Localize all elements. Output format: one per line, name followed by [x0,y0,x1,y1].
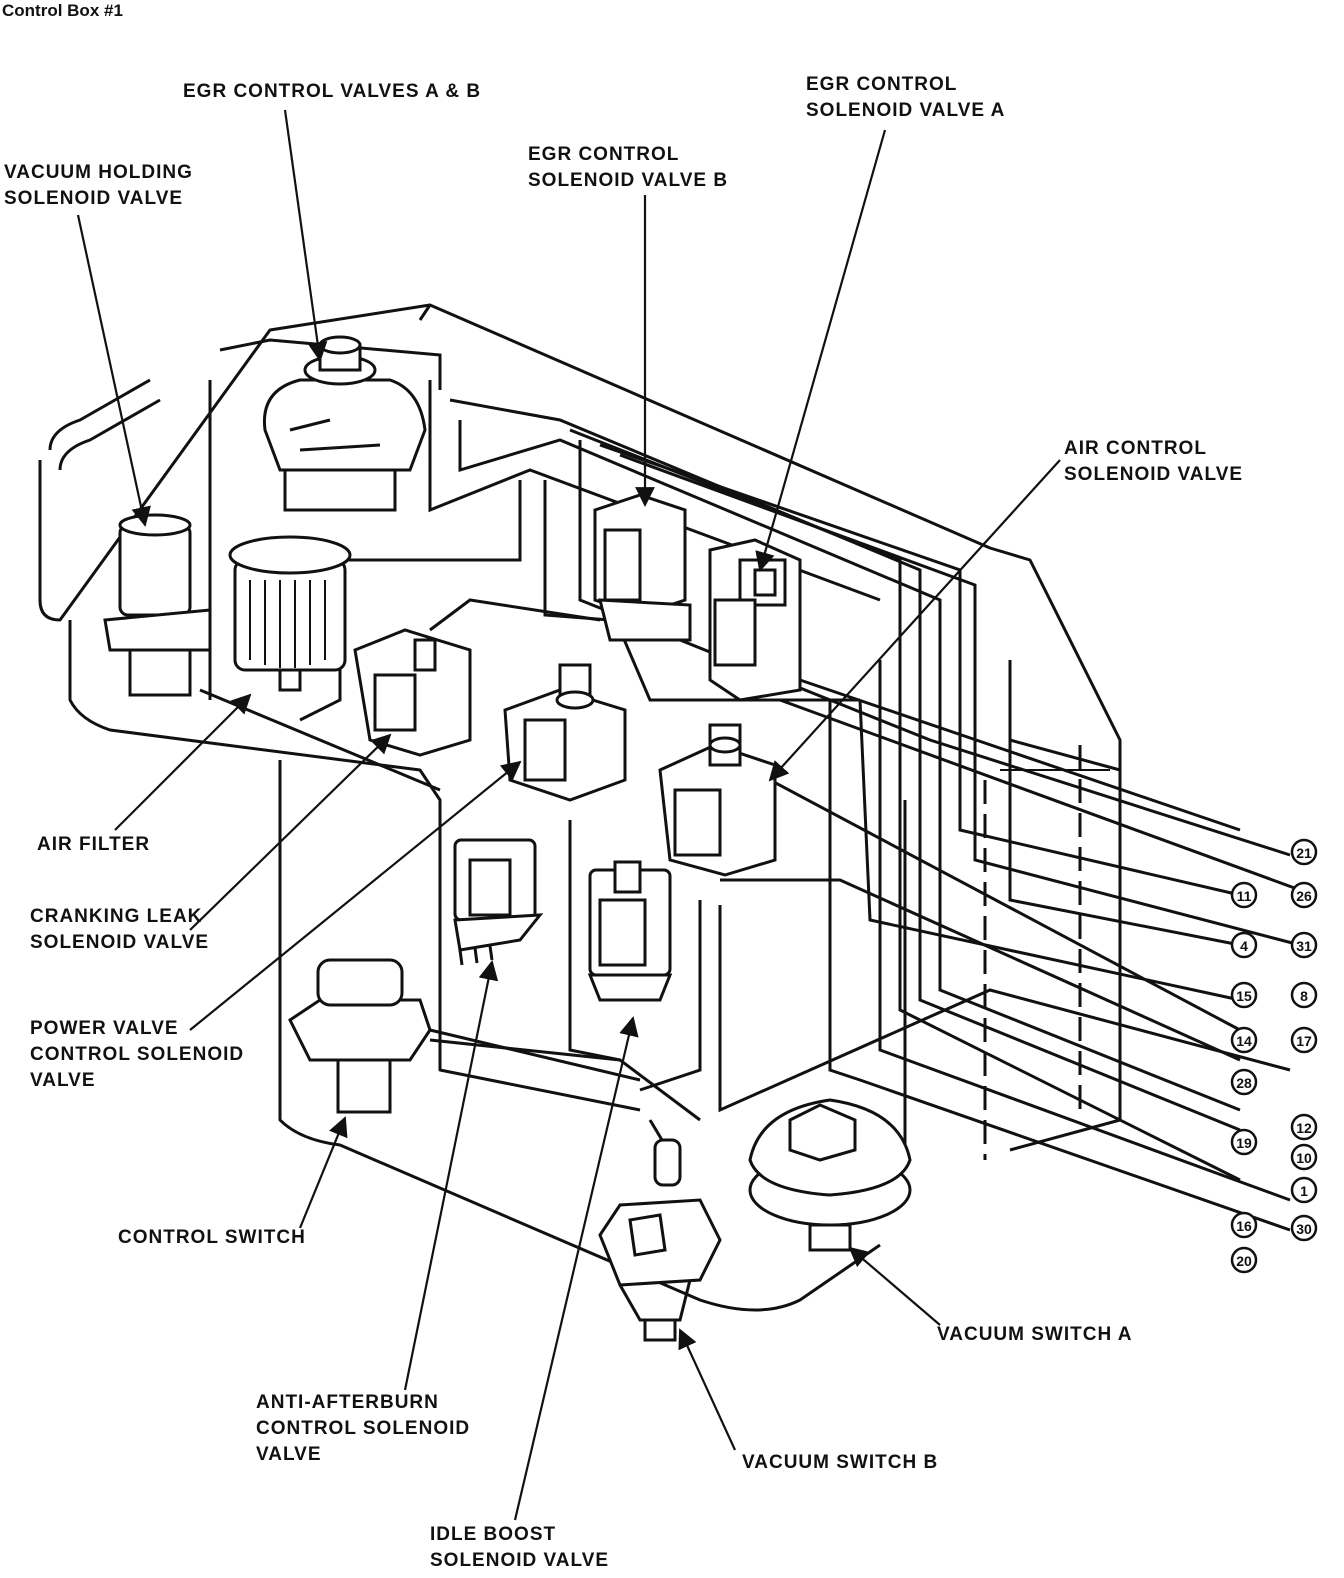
label-vacuum-switch-b: VACUUM SWITCH B [742,1452,939,1473]
svg-text:20: 20 [1236,1253,1252,1269]
hose-port-8: 8 [1290,981,1318,1009]
vacuum-hoses [199,338,1301,1232]
diagram-title: Control Box #1 [2,1,123,20]
svg-text:10: 10 [1296,1150,1312,1166]
arrow-vacuum-switch-b [678,1328,736,1451]
cranking-leak-solenoid-part [353,628,472,757]
svg-text:17: 17 [1296,1033,1312,1049]
callout-arrows [76,109,1061,1521]
air-control-solenoid-part [658,723,777,877]
power-valve-solenoid-part [503,663,627,802]
hose-port-20: 20 [1230,1246,1258,1274]
egr-solenoid-b-part [593,493,692,642]
arrow-egr-solenoid-a [755,129,887,572]
svg-text:26: 26 [1296,888,1312,904]
hose-port-10: 10 [1290,1143,1318,1171]
label-vacuum-switch-a: VACUUM SWITCH A [937,1324,1133,1345]
hose-port-31: 31 [1290,931,1318,959]
anti-afterburn-solenoid-part [453,838,544,966]
svg-text:1: 1 [1300,1183,1308,1199]
svg-text:19: 19 [1236,1135,1252,1151]
svg-text:8: 8 [1300,988,1308,1004]
idle-boost-solenoid-part [587,860,673,1002]
vacuum-switch-a-part [748,1098,912,1252]
label-egr-control-valves: EGR CONTROL VALVES A & B [183,81,482,102]
egr-solenoid-a-part [708,538,802,702]
hose-port-30: 30 [1290,1214,1318,1242]
label-control-switch: CONTROL SWITCH [118,1227,306,1248]
label-air-filter: AIR FILTER [37,834,151,855]
arrow-power-valve [189,760,522,1031]
arrow-vacuum-holding [76,214,151,527]
hose-port-1: 1 [1290,1176,1318,1204]
svg-text:14: 14 [1236,1033,1252,1049]
hose-port-11: 11 [1230,881,1258,909]
arrow-control-switch [298,1116,348,1229]
vacuum-holding-solenoid-part [103,513,212,697]
hose-port-26: 26 [1290,881,1318,909]
svg-text:11: 11 [1237,888,1252,904]
svg-text:30: 30 [1296,1221,1312,1237]
hose-port-28: 28 [1230,1068,1258,1096]
svg-text:4: 4 [1240,938,1248,954]
svg-text:28: 28 [1236,1075,1252,1091]
vacuum-switch-b-part [598,1138,722,1342]
hose-port-17: 17 [1290,1026,1318,1054]
box-housing [38,303,1122,1312]
hose-port-14: 14 [1230,1026,1258,1054]
arrow-air-filter [114,693,252,831]
air-filter-part [228,535,352,692]
hose-port-markers: 21 11 26 4 31 15 8 14 17 28 12 19 10 1 16 30 20 [1230,838,1318,1274]
hose-port-12: 12 [1290,1113,1318,1141]
svg-text:21: 21 [1296,845,1312,861]
hose-port-16: 16 [1230,1211,1258,1239]
hose-port-19: 19 [1230,1128,1258,1156]
control-switch-part [288,958,432,1114]
hose-port-4: 4 [1230,931,1258,959]
egr-control-valves-part [262,335,427,512]
svg-text:12: 12 [1296,1120,1312,1136]
svg-text:31: 31 [1296,938,1312,954]
hose-port-21: 21 [1290,838,1318,866]
arrow-egr-valves [283,109,328,362]
arrow-cranking-leak [189,733,392,931]
hose-port-15: 15 [1230,981,1258,1009]
svg-text:15: 15 [1236,988,1252,1004]
arrow-vacuum-switch-a [848,1246,941,1326]
arrow-idle-boost [513,1016,639,1521]
svg-text:16: 16 [1236,1218,1252,1234]
arrow-anti-afterburn [403,960,499,1391]
arrow-air-control [768,459,1061,782]
